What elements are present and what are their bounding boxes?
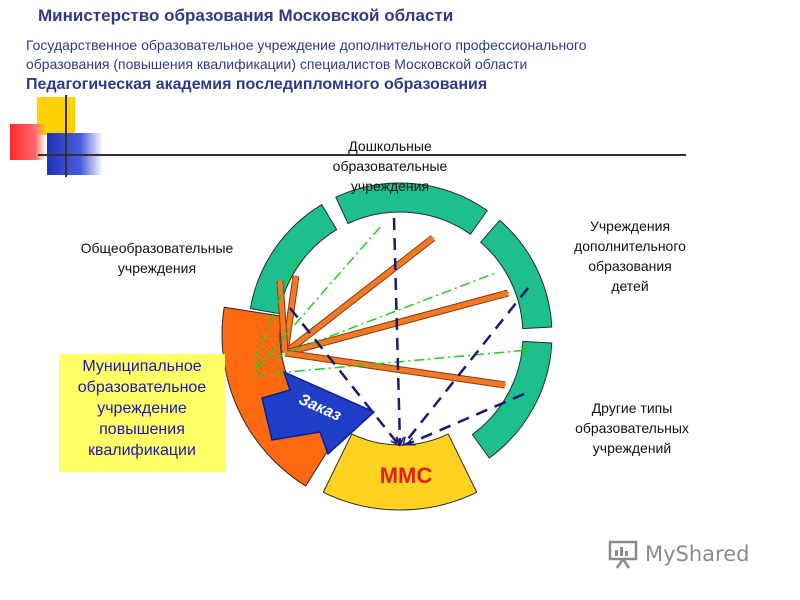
additional-label-line: образования bbox=[588, 258, 672, 274]
other-label-line: Другие типы bbox=[591, 400, 673, 416]
watermark-text: MyShared bbox=[645, 542, 750, 566]
order-ray-arrow bbox=[276, 279, 288, 354]
needs-line bbox=[289, 307, 398, 444]
coordination-line bbox=[254, 254, 298, 361]
mms-label: ММС bbox=[380, 463, 433, 488]
additional-label-line: дополнительного bbox=[574, 238, 686, 254]
coordination-line bbox=[254, 271, 499, 366]
preschool-label-line: Дошкольные bbox=[348, 138, 432, 154]
preschool-label-line: образовательные bbox=[332, 158, 448, 174]
needs-line bbox=[404, 287, 529, 444]
municipal-line: квалификации bbox=[88, 442, 196, 459]
academy-title: Педагогическая академия последипломного … bbox=[26, 76, 488, 93]
institution-line-2: образования (повышения квалификации) спе… bbox=[26, 56, 528, 72]
general-label-line: учреждения bbox=[117, 260, 197, 276]
order-arrow: Заказ bbox=[261, 370, 376, 456]
segment-general-education bbox=[249, 204, 338, 315]
presentation-board-icon bbox=[608, 540, 638, 569]
segment-additional bbox=[479, 219, 553, 330]
general-label-line: Общеобразовательные bbox=[80, 240, 234, 256]
additional-label-line: Учреждения bbox=[589, 218, 671, 234]
watermark: MyShared bbox=[607, 538, 749, 570]
municipal-line: повышения bbox=[99, 421, 185, 438]
segment-preschool bbox=[335, 182, 488, 235]
coordination-line bbox=[254, 350, 528, 376]
municipal-institution-box: Муниципальное образовательное учреждение… bbox=[59, 354, 225, 472]
general-education-label: Общеобразовательные учреждения bbox=[50, 238, 264, 278]
order-ray-arrow bbox=[283, 236, 435, 355]
other-label-line: образовательных bbox=[575, 420, 689, 436]
municipal-line: образовательное bbox=[77, 379, 207, 396]
needs-line bbox=[392, 217, 400, 444]
decor-vertical-line bbox=[65, 95, 67, 177]
additional-education-label: Учреждения дополнительного образования д… bbox=[550, 216, 710, 296]
decor-horizontal-line bbox=[38, 154, 686, 156]
other-label-line: учреждений bbox=[592, 440, 672, 456]
needs-line bbox=[408, 392, 525, 444]
other-institutions-label: Другие типы образовательных учреждений bbox=[552, 398, 712, 458]
coordination-line bbox=[254, 224, 383, 371]
preschool-label-line: учреждения bbox=[350, 178, 430, 194]
municipal-line: Муниципальное bbox=[82, 358, 202, 375]
order-ray-arrow bbox=[284, 350, 507, 388]
segment-other bbox=[471, 340, 553, 459]
preschool-label: Дошкольные образовательные учреждения bbox=[300, 136, 480, 196]
institution-line-1: Государственное образовательное учрежден… bbox=[26, 37, 587, 53]
municipal-line: учреждение bbox=[97, 400, 187, 417]
ministry-title: Министерство образования Московской обла… bbox=[38, 6, 454, 25]
additional-label-line: детей bbox=[611, 278, 649, 294]
segment-mms bbox=[322, 433, 478, 511]
